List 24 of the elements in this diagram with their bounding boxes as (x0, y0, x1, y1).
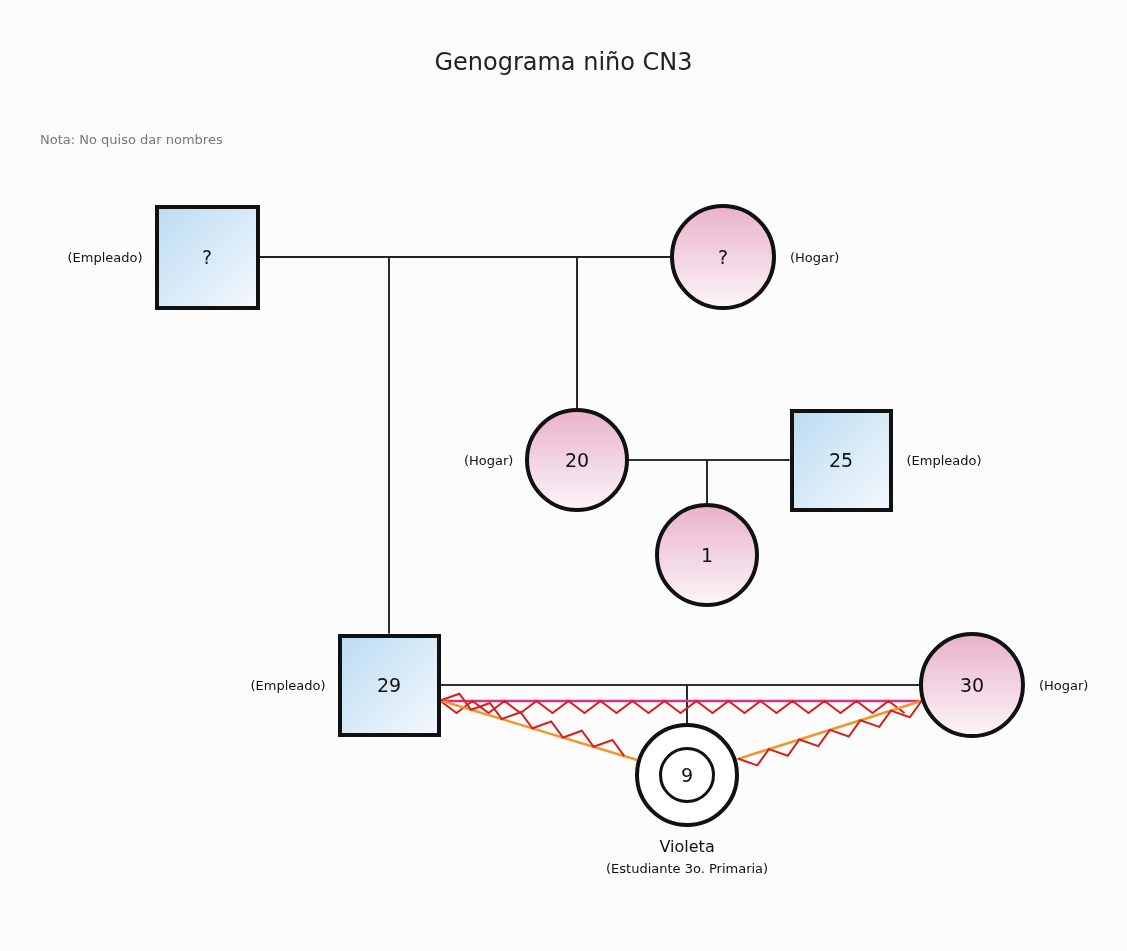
person-note: (Hogar) (790, 249, 840, 265)
note-text: Nota: No quiso dar nombres (40, 132, 223, 147)
age-text: ? (201, 246, 213, 268)
age-text: 30 (959, 674, 985, 696)
male-square (154, 204, 260, 310)
age-text: ? (717, 246, 729, 268)
diagram-title: Genograma niño CN3 (433, 48, 694, 76)
age-text: 25 (828, 449, 854, 471)
family-line (706, 459, 791, 504)
person-note: (Hogar) (1039, 677, 1089, 693)
age-text: 29 (376, 674, 402, 696)
family-line (686, 684, 920, 724)
person-note: (Hogar) (464, 452, 514, 468)
person-note: Violeta (659, 837, 715, 856)
age-text: 1 (700, 544, 714, 566)
male-square (789, 408, 893, 512)
person-note: (Empleado) (906, 452, 982, 468)
person-note: (Estudiante 3o. Primaria) (606, 861, 769, 876)
person-note: (Empleado) (250, 677, 326, 693)
age-text: 20 (564, 449, 590, 471)
family-line (576, 256, 671, 409)
male-square (337, 633, 441, 737)
age-in-circle: 9 (659, 747, 715, 803)
person-note: (Empleado) (67, 249, 143, 265)
